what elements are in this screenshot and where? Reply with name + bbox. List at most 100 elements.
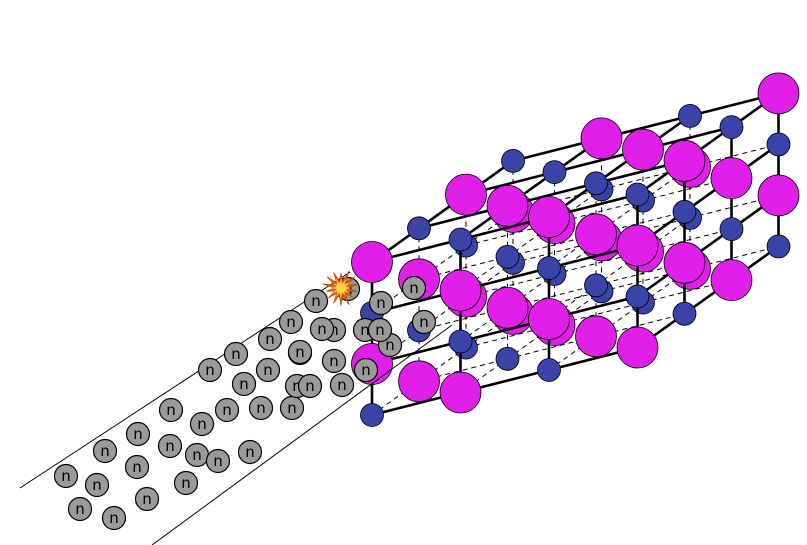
small-atom — [625, 284, 650, 309]
large-atom — [528, 298, 570, 340]
small-atom — [584, 171, 608, 196]
neutron-label: n — [100, 442, 110, 460]
neutron-label: n — [317, 320, 327, 338]
neutron-label: n — [165, 437, 175, 455]
hidden-lattice-bond — [689, 143, 779, 168]
neutron: n — [134, 486, 160, 512]
small-atom — [495, 346, 520, 371]
neutron: n — [278, 309, 304, 335]
neutron-label: n — [263, 361, 273, 379]
hidden-lattice-bond — [418, 256, 508, 280]
neutron: n — [197, 357, 223, 383]
large-atom — [622, 128, 664, 171]
large-atom — [439, 269, 482, 312]
neutron-label: n — [376, 294, 386, 312]
neutron-label: n — [295, 343, 305, 361]
neutron: n — [173, 470, 199, 496]
neutron-label: n — [360, 321, 370, 339]
hidden-lattice-bond — [642, 228, 732, 253]
neutron: n — [353, 357, 379, 383]
neutron-label: n — [292, 377, 302, 395]
small-atom — [537, 358, 561, 382]
neutron-label: n — [409, 279, 419, 297]
neutron: n — [329, 372, 355, 398]
small-atom — [495, 244, 520, 269]
small-atom — [672, 199, 697, 224]
neutron-label: n — [329, 352, 339, 370]
small-atom — [448, 227, 473, 252]
neutron: n — [367, 317, 393, 343]
neutron-label: n — [286, 313, 296, 331]
neutron-label: n — [311, 292, 321, 310]
large-atom — [710, 259, 753, 302]
neutron: n — [189, 411, 215, 437]
hidden-lattice-bond — [465, 273, 555, 298]
neutron-label: n — [287, 399, 297, 417]
small-atom — [584, 273, 608, 298]
neutron-label: n — [375, 321, 385, 339]
neutron-label: n — [213, 452, 223, 470]
small-atom — [625, 182, 650, 207]
large-atom — [663, 241, 706, 284]
neutron: n — [67, 496, 93, 522]
neutron: n — [125, 421, 151, 447]
small-atom — [766, 132, 791, 157]
large-atom — [445, 173, 487, 216]
neutron: n — [157, 433, 183, 459]
hidden-lattice-bond — [507, 284, 597, 309]
neutron-label: n — [166, 401, 176, 419]
small-atom — [766, 234, 791, 259]
neutron-label: n — [385, 336, 395, 354]
neutron: n — [223, 341, 249, 367]
small-atom — [537, 256, 561, 280]
neutron-label: n — [222, 401, 232, 419]
neutron-label: n — [337, 376, 347, 394]
hidden-lattice-bond — [595, 211, 685, 235]
neutron: n — [124, 454, 150, 480]
neutron: n — [53, 463, 79, 489]
small-atom — [407, 216, 431, 241]
neutron: n — [248, 395, 274, 421]
neutron-label: n — [197, 415, 207, 433]
small-atom — [501, 148, 525, 173]
neutron: n — [401, 275, 427, 301]
large-atom — [351, 241, 393, 283]
neutron-label: n — [239, 375, 249, 393]
neutron: n — [158, 397, 184, 423]
large-atom — [757, 174, 800, 217]
large-atom — [580, 117, 623, 160]
neutron: n — [214, 397, 240, 423]
neutrons: nnnnnnnnnnnnnnnnnnnnnnnnnnnnnnnnnnnnnnnn… — [53, 275, 437, 531]
large-atom — [663, 139, 706, 182]
hidden-lattice-bond — [689, 245, 779, 270]
neutron: n — [101, 505, 127, 531]
large-atom — [439, 371, 482, 414]
hidden-lattice-bond — [595, 313, 685, 337]
neutron-label: n — [361, 361, 371, 379]
neutron: n — [309, 316, 335, 342]
neutron: n — [84, 472, 110, 498]
neutron-label: n — [142, 490, 152, 508]
neutron-label: n — [61, 467, 71, 485]
beam-edge-line — [151, 324, 453, 545]
front-atoms — [351, 72, 800, 427]
neutron: n — [237, 439, 263, 465]
neutron: n — [279, 395, 305, 421]
hidden-lattice-bond — [418, 358, 508, 382]
large-atom — [486, 184, 529, 227]
neutron-label: n — [132, 458, 142, 476]
beam-edge-line — [19, 271, 351, 489]
neutron-label: n — [419, 313, 429, 331]
large-atom — [398, 360, 440, 403]
starburst-icon — [322, 270, 358, 307]
neutron-label: n — [109, 509, 119, 527]
neutron-label: n — [305, 377, 315, 395]
neutron: n — [92, 438, 118, 464]
neutron-label: n — [92, 476, 102, 494]
neutron-label: n — [181, 474, 191, 492]
neutron-label: n — [231, 345, 241, 363]
neutron-label: n — [192, 446, 202, 464]
small-atom — [678, 104, 702, 128]
